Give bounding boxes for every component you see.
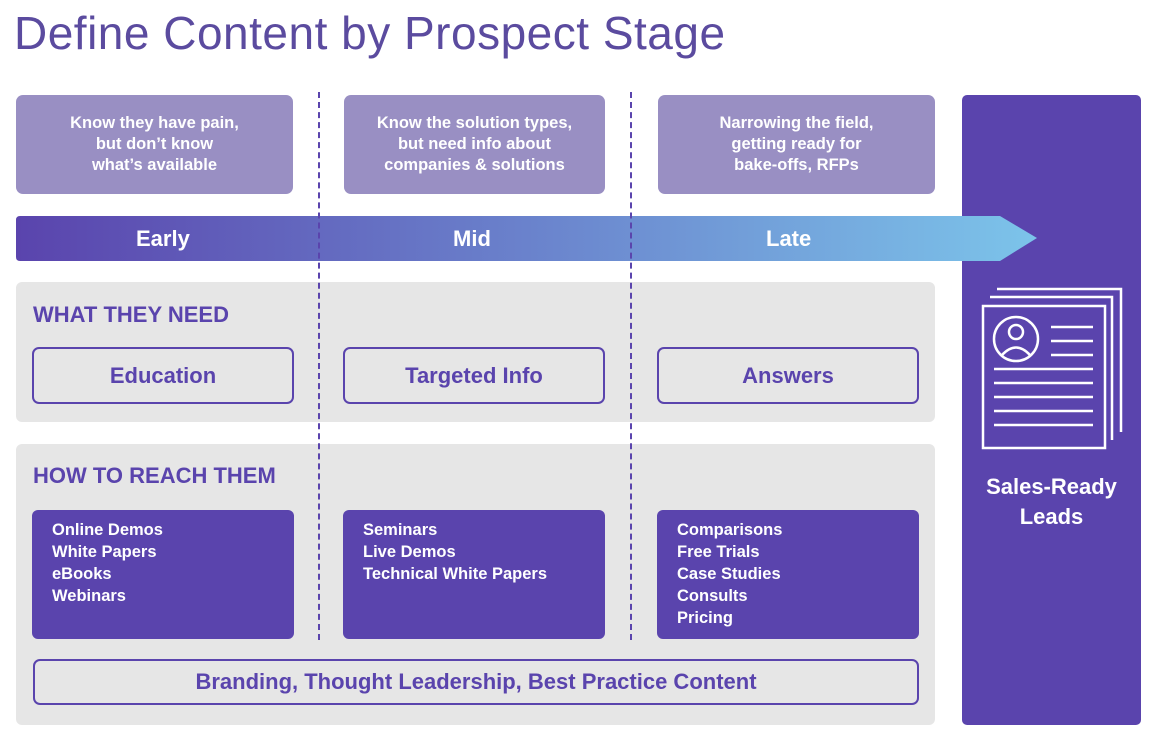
stage-description-mid: Know the solution types,but need info ab… bbox=[344, 95, 605, 194]
branding-bar: Branding, Thought Leadership, Best Pract… bbox=[33, 659, 919, 705]
resume-documents-icon bbox=[981, 287, 1123, 450]
stage-divider bbox=[318, 92, 320, 640]
stage-label-early: Early bbox=[136, 226, 190, 251]
need-early: Education bbox=[32, 347, 294, 404]
stage-label-mid: Mid bbox=[453, 226, 491, 251]
section-heading-reach: HOW TO REACH THEM bbox=[33, 463, 276, 488]
what-they-need-section bbox=[16, 282, 935, 422]
need-late: Answers bbox=[657, 347, 919, 404]
stage-divider bbox=[630, 92, 632, 640]
need-mid: Targeted Info bbox=[343, 347, 605, 404]
section-heading-need: WHAT THEY NEED bbox=[33, 302, 229, 327]
stage-label-late: Late bbox=[766, 226, 812, 251]
page-title: Define Content by Prospect Stage bbox=[14, 7, 726, 59]
